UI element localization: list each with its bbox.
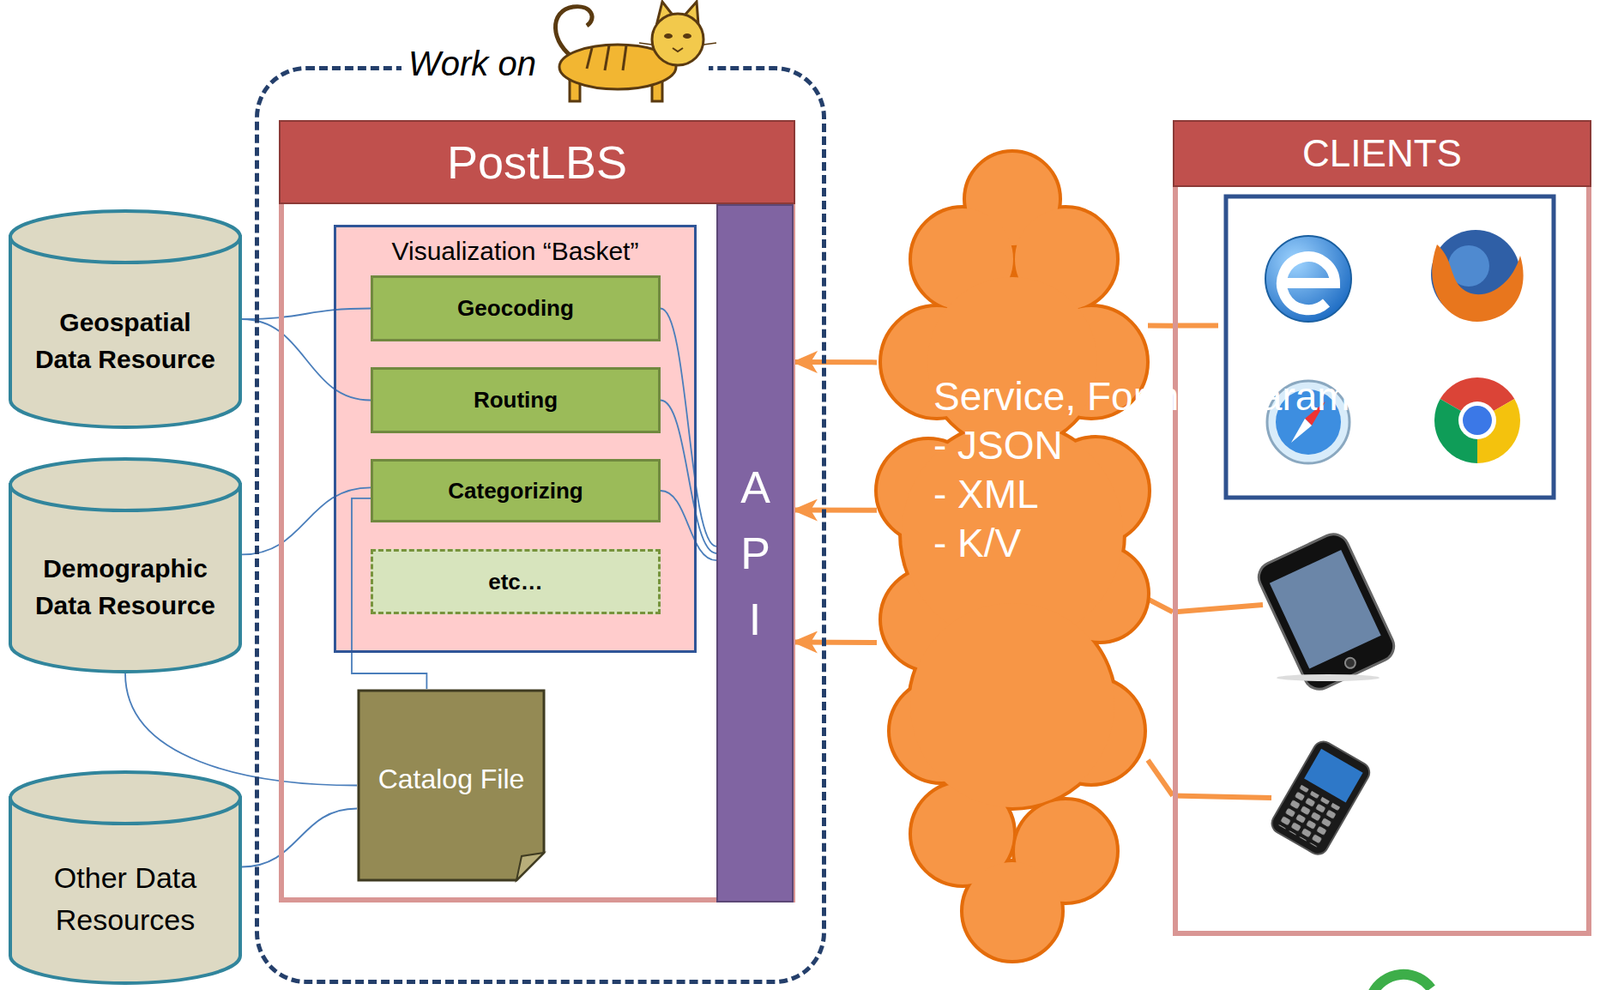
- request-arrow: [793, 639, 877, 646]
- data-link: [660, 400, 717, 555]
- catalog-file: Catalog File: [356, 688, 546, 882]
- node-label: Visualization “Basket”: [336, 227, 695, 267]
- service-box: PostLBS Visualization “Basket” GeocodingRo…: [278, 120, 796, 903]
- request-arrow: [1147, 598, 1173, 612]
- data-link: [660, 490, 717, 561]
- header-label: PostLBS: [278, 120, 796, 205]
- client-link: [1172, 604, 1263, 613]
- node-label: - K/V: [933, 519, 1148, 568]
- server-container: Work onPostLBSVisualization “Basket”Geoc…: [254, 66, 827, 985]
- module-box: etc…: [370, 549, 661, 615]
- node-label: Catalog File: [357, 760, 546, 810]
- client-link: [1172, 323, 1219, 329]
- request-arrow: [1147, 323, 1173, 329]
- network-cloud: Service, Format, Params- JSON- XML- K/V: [876, 147, 1148, 965]
- logo-fragment: [1372, 974, 1431, 990]
- node-label: Geocoding: [457, 295, 574, 322]
- node-label: - XML: [933, 470, 1148, 520]
- data-link: [241, 308, 371, 320]
- data-store: Geospatial Data Resource: [8, 209, 242, 429]
- header-label: CLIENTS: [1172, 120, 1592, 188]
- cellphone-icon: [1267, 737, 1373, 858]
- data-store: Demographic Data Resource: [8, 457, 242, 674]
- data-link: [241, 809, 357, 868]
- data-link: [125, 673, 357, 786]
- browser-group-box: [1225, 196, 1554, 498]
- request-arrow: [793, 359, 877, 365]
- chrome-icon: [1434, 377, 1521, 464]
- node-label: Other Data Resources: [22, 857, 229, 942]
- module-box: Categorizing: [370, 458, 661, 523]
- node-label: Service, Format, Params: [933, 372, 1371, 422]
- data-store: Other Data Resources: [8, 770, 242, 985]
- node-label: Demographic Data Resource: [31, 549, 220, 625]
- basket-fill: [333, 224, 697, 653]
- module-box: Geocoding: [370, 275, 661, 342]
- clients-panel: CLIENTS: [1172, 120, 1592, 936]
- data-link: [241, 319, 371, 401]
- firefox-icon: [1430, 229, 1524, 322]
- data-link: [660, 308, 717, 547]
- node-label: Categorizing: [447, 477, 583, 505]
- node-label: Geospatial Data Resource: [31, 303, 220, 379]
- module-box: Routing: [370, 367, 661, 434]
- node-label: A P I: [740, 454, 770, 653]
- node-label: etc…: [488, 568, 544, 596]
- ie-icon: [1265, 235, 1352, 322]
- smartphone-icon: [1253, 529, 1399, 695]
- node-label: Routing: [473, 386, 558, 414]
- request-arrow: [793, 507, 877, 514]
- api-band: A P I: [716, 204, 794, 903]
- request-arrow: [1147, 760, 1173, 796]
- node-label: Work on: [401, 43, 544, 84]
- module-group: Visualization “Basket” GeocodingRoutingCa…: [333, 224, 697, 653]
- client-link: [1172, 795, 1272, 798]
- node-label: - JSON: [933, 421, 1148, 471]
